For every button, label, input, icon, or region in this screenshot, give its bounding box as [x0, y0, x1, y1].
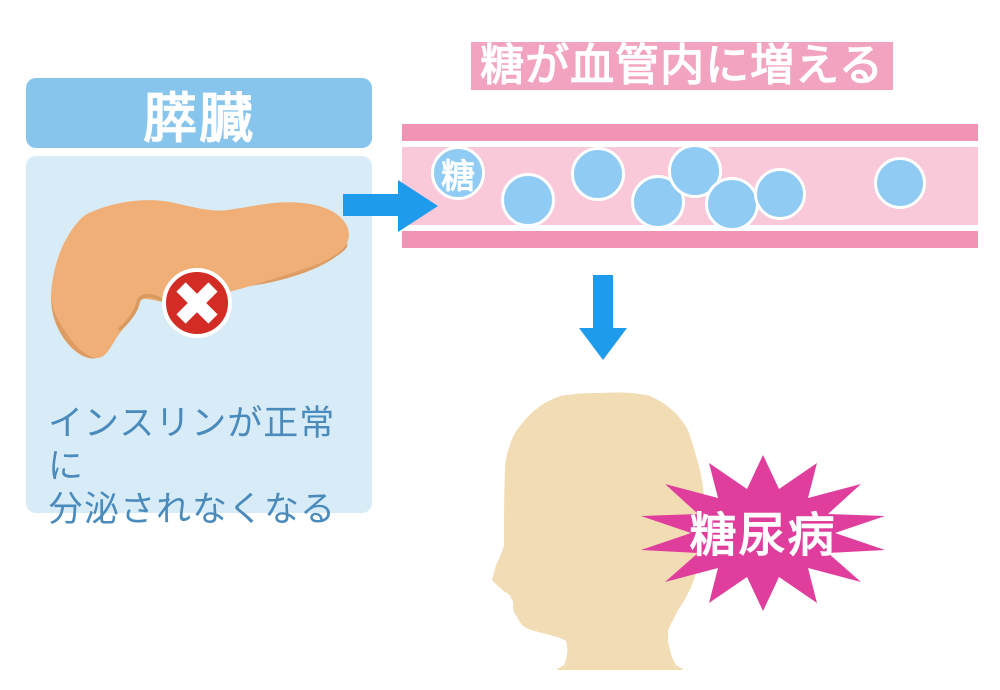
- vessel-wall-top: [402, 124, 978, 141]
- vessel-wall-bottom: [402, 231, 978, 248]
- sugar-circle: [705, 177, 759, 231]
- starburst-shape: [641, 455, 885, 611]
- diabetes-label: 糖尿病: [690, 509, 837, 562]
- blood-vessel: 糖: [402, 124, 978, 248]
- vessel-inner-line-bottom: [402, 225, 978, 231]
- sugar-circle: 糖: [431, 146, 485, 200]
- pancreas-caption: インスリンが正常に 分泌されなくなる: [48, 402, 368, 531]
- pancreas-caption-line2: 分泌されなくなる: [48, 490, 337, 529]
- sugar-circle: [754, 168, 806, 220]
- head-silhouette: [492, 392, 706, 670]
- pancreas-panel-header: 膵臓: [26, 78, 372, 149]
- sugar-circle: [501, 173, 555, 227]
- banner-sugar-increases: 糖が血管内に増える: [471, 42, 893, 90]
- sugar-circle: [571, 147, 625, 201]
- arrow-down-icon: [579, 275, 627, 360]
- pancreas-caption-line1: インスリンが正常に: [48, 404, 336, 486]
- sugar-circle: [874, 157, 926, 209]
- sugar-circle-label: 糖: [441, 157, 475, 196]
